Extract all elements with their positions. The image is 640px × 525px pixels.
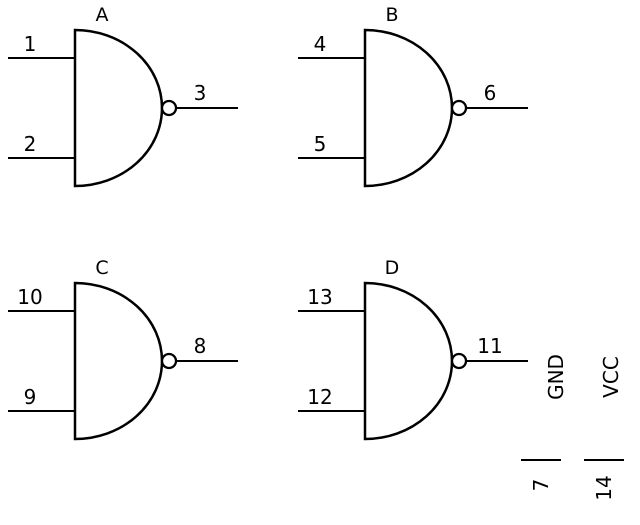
gnd-label: GND [544, 354, 568, 400]
pin-number-output: 8 [194, 334, 207, 358]
pin-number-input-bottom: 9 [24, 385, 37, 409]
pin-number-input-bottom: 5 [314, 132, 327, 156]
pin-number-input-top: 10 [17, 285, 42, 309]
vcc-label: VCC [599, 356, 623, 398]
pin-number-input-top: 1 [24, 32, 37, 56]
nand-gate-body [73, 281, 164, 441]
inversion-bubble [450, 352, 468, 370]
gnd-pin-number: 7 [529, 479, 553, 492]
gate-label: C [95, 257, 108, 279]
pin-number-input-top: 4 [314, 32, 327, 56]
pin-number-input-top: 13 [307, 285, 332, 309]
nand-gate-a: A 1 2 3 [8, 4, 238, 188]
nand-gate-c: C 10 9 8 [8, 257, 238, 441]
gate-label: D [385, 257, 400, 279]
pin-number-output: 6 [484, 81, 497, 105]
pin-number-input-bottom: 12 [307, 385, 332, 409]
pin-number-output: 3 [194, 81, 207, 105]
inversion-bubble [450, 99, 468, 117]
vcc-pin-number: 14 [592, 475, 616, 500]
gate-label: A [96, 4, 109, 26]
inversion-bubble [160, 99, 178, 117]
nand-gate-b: B 4 5 6 [298, 4, 528, 188]
nand-gate-body [363, 28, 454, 188]
pin-number-input-bottom: 2 [24, 132, 37, 156]
nand-gate-d: D 13 12 11 [298, 257, 528, 441]
inversion-bubble [160, 352, 178, 370]
nand-gate-body [73, 28, 164, 188]
pin-number-output: 11 [477, 334, 502, 358]
gate-label: B [385, 4, 398, 26]
power-pins: GND 7 VCC 14 [521, 354, 624, 501]
nand-gate-body [363, 281, 454, 441]
